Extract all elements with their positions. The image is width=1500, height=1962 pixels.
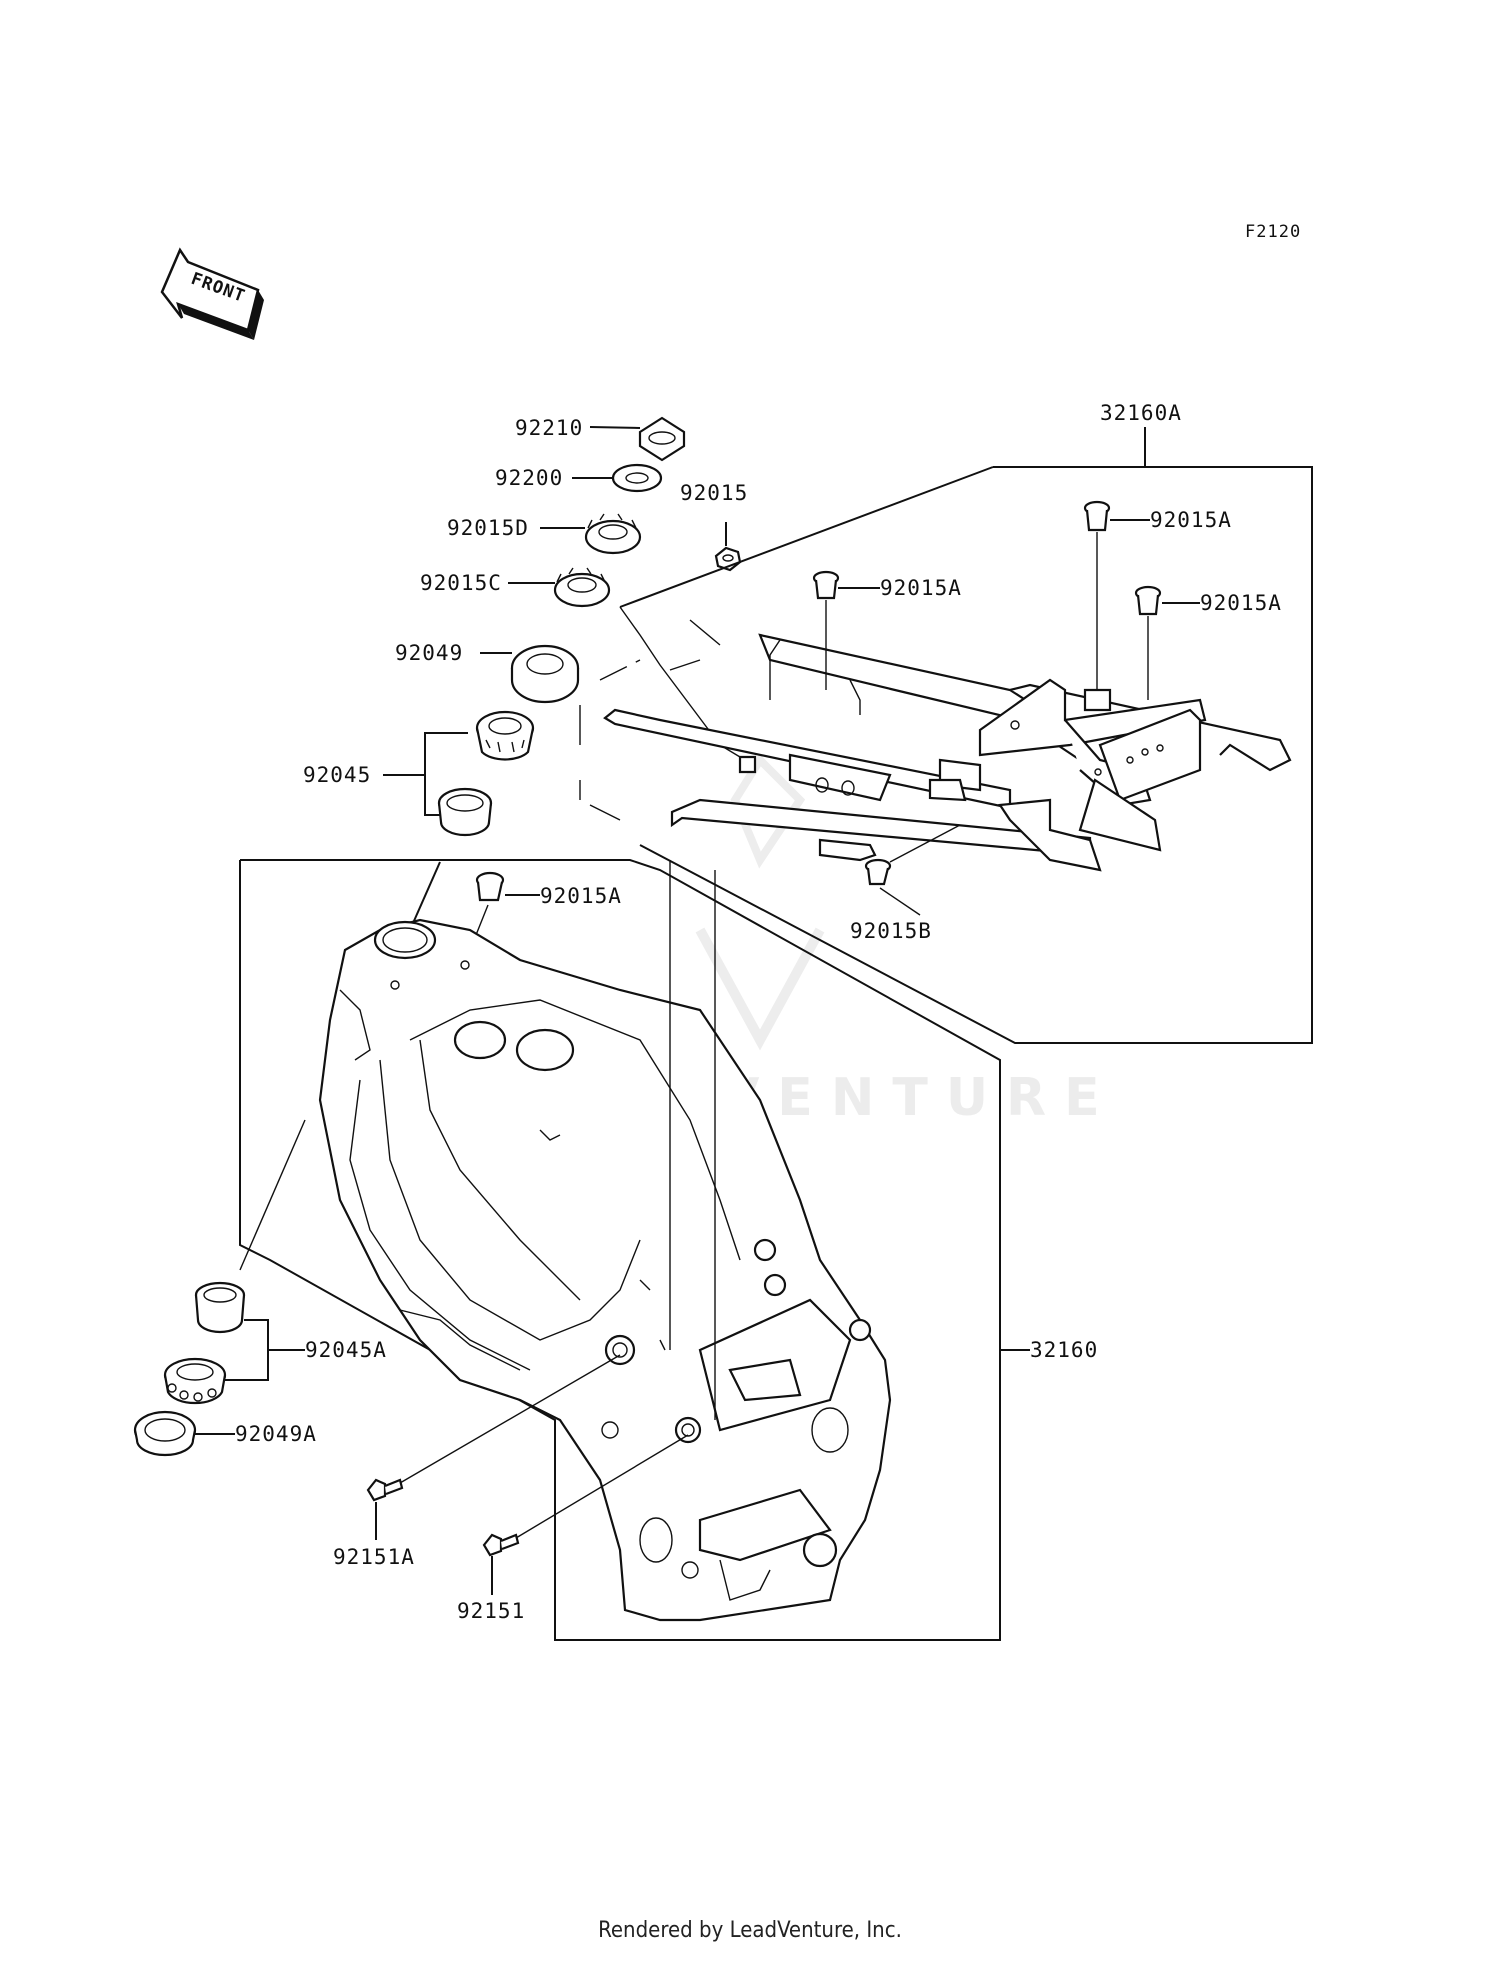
- rivet-92015B-part: [864, 858, 892, 886]
- frame-32160-part: [318, 918, 892, 1622]
- front-arrow-icon: FRONT: [160, 247, 264, 340]
- label-92151: 92151: [457, 1599, 525, 1623]
- label-92015A-1: 92015A: [880, 576, 962, 600]
- race-92045-lower-part: [437, 787, 493, 837]
- bearing-92045-upper-part: [475, 710, 535, 761]
- label-92015A-2: 92015A: [1150, 508, 1232, 532]
- label-92015: 92015: [680, 481, 748, 505]
- rivet-92015A-part-1: [812, 570, 840, 600]
- seal-92049A-part: [133, 1410, 197, 1457]
- label-92045: 92045: [303, 763, 371, 787]
- label-92015C: 92015C: [420, 571, 502, 595]
- bolt-92151A-part: [366, 1478, 404, 1502]
- figure-code: F2120: [1245, 222, 1301, 242]
- washer-92200-part: [611, 463, 663, 493]
- subframe-32160A-part: [603, 633, 1292, 872]
- label-92015D: 92015D: [447, 516, 529, 540]
- race-92045A-upper-part: [194, 1281, 246, 1334]
- rivet-92015A-part-2: [1083, 500, 1111, 532]
- label-92049: 92049: [395, 641, 463, 665]
- label-92200: 92200: [495, 466, 563, 490]
- nut-92015D-part: [584, 513, 642, 555]
- nut-92210-part: [638, 416, 686, 462]
- bolt-92151-part: [482, 1533, 520, 1557]
- label-92151A: 92151A: [333, 1545, 415, 1569]
- rivet-92015A-part-3: [1134, 585, 1162, 616]
- label-92049A: 92049A: [235, 1422, 317, 1446]
- rivet-92015A-part-4: [475, 871, 505, 902]
- label-92015B: 92015B: [850, 919, 932, 943]
- nut-92015C-part: [553, 567, 611, 608]
- bearing-92045A-lower-part: [163, 1357, 227, 1405]
- label-92015A-3: 92015A: [1200, 591, 1282, 615]
- label-92045A: 92045A: [305, 1338, 387, 1362]
- label-92210: 92210: [515, 416, 583, 440]
- label-32160A: 32160A: [1100, 401, 1182, 425]
- seal-92049-part: [510, 644, 580, 704]
- label-32160: 32160: [1030, 1338, 1098, 1362]
- footer-credit: Rendered by LeadVenture, Inc.: [598, 1918, 902, 1943]
- label-92015A-4: 92015A: [540, 884, 622, 908]
